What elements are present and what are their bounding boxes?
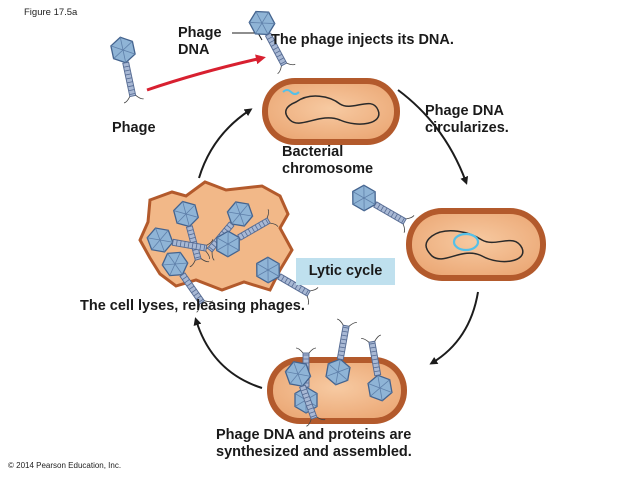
- chromosome-label-line-1: Bacterial: [282, 144, 344, 160]
- chromosome-label-line-2: chromosome: [282, 161, 374, 177]
- synthesized-label-line-1: Phage DNA and proteins are: [216, 427, 412, 443]
- phage-label: Phage: [112, 120, 156, 136]
- phage-middle: [346, 181, 416, 235]
- lytic-cycle-label: Lytic cycle: [296, 258, 395, 285]
- bacterium-top: [262, 78, 400, 145]
- figure-label: Figure 17.5a: [24, 7, 78, 18]
- phage-dna-label-line-1: Phage: [178, 25, 222, 41]
- cell-lyses-label: The cell lyses, releasing phages.: [80, 298, 305, 314]
- cycle-arrow-top-right: [397, 89, 469, 185]
- circularizes-label-line-2: circularizes.: [425, 120, 509, 136]
- copyright-notice: © 2014 Pearson Education, Inc.: [8, 461, 122, 470]
- synthesized-label-line-2: synthesized and assembled.: [216, 444, 412, 460]
- cycle-arrow-left-top: [198, 108, 253, 179]
- phage-free: [108, 34, 146, 104]
- cycle-arrow-right-bottom: [429, 291, 479, 365]
- circularizes-label: Phage DNA circularizes.: [425, 103, 509, 137]
- phage-dna-label-line-2: DNA: [178, 42, 210, 58]
- injects-label: The phage injects its DNA.: [271, 32, 454, 48]
- chromosome-label: Bacterial chromosome: [282, 144, 373, 178]
- phage-dna-label: Phage DNA: [178, 25, 222, 59]
- synthesized-label: Phage DNA and proteins are synthesized a…: [216, 427, 412, 461]
- circularizes-label-line-1: Phage DNA: [425, 103, 504, 119]
- injection-arrow: [146, 54, 266, 92]
- cycle-arrow-bottom-left: [193, 317, 263, 389]
- bacterium-right: [406, 208, 546, 281]
